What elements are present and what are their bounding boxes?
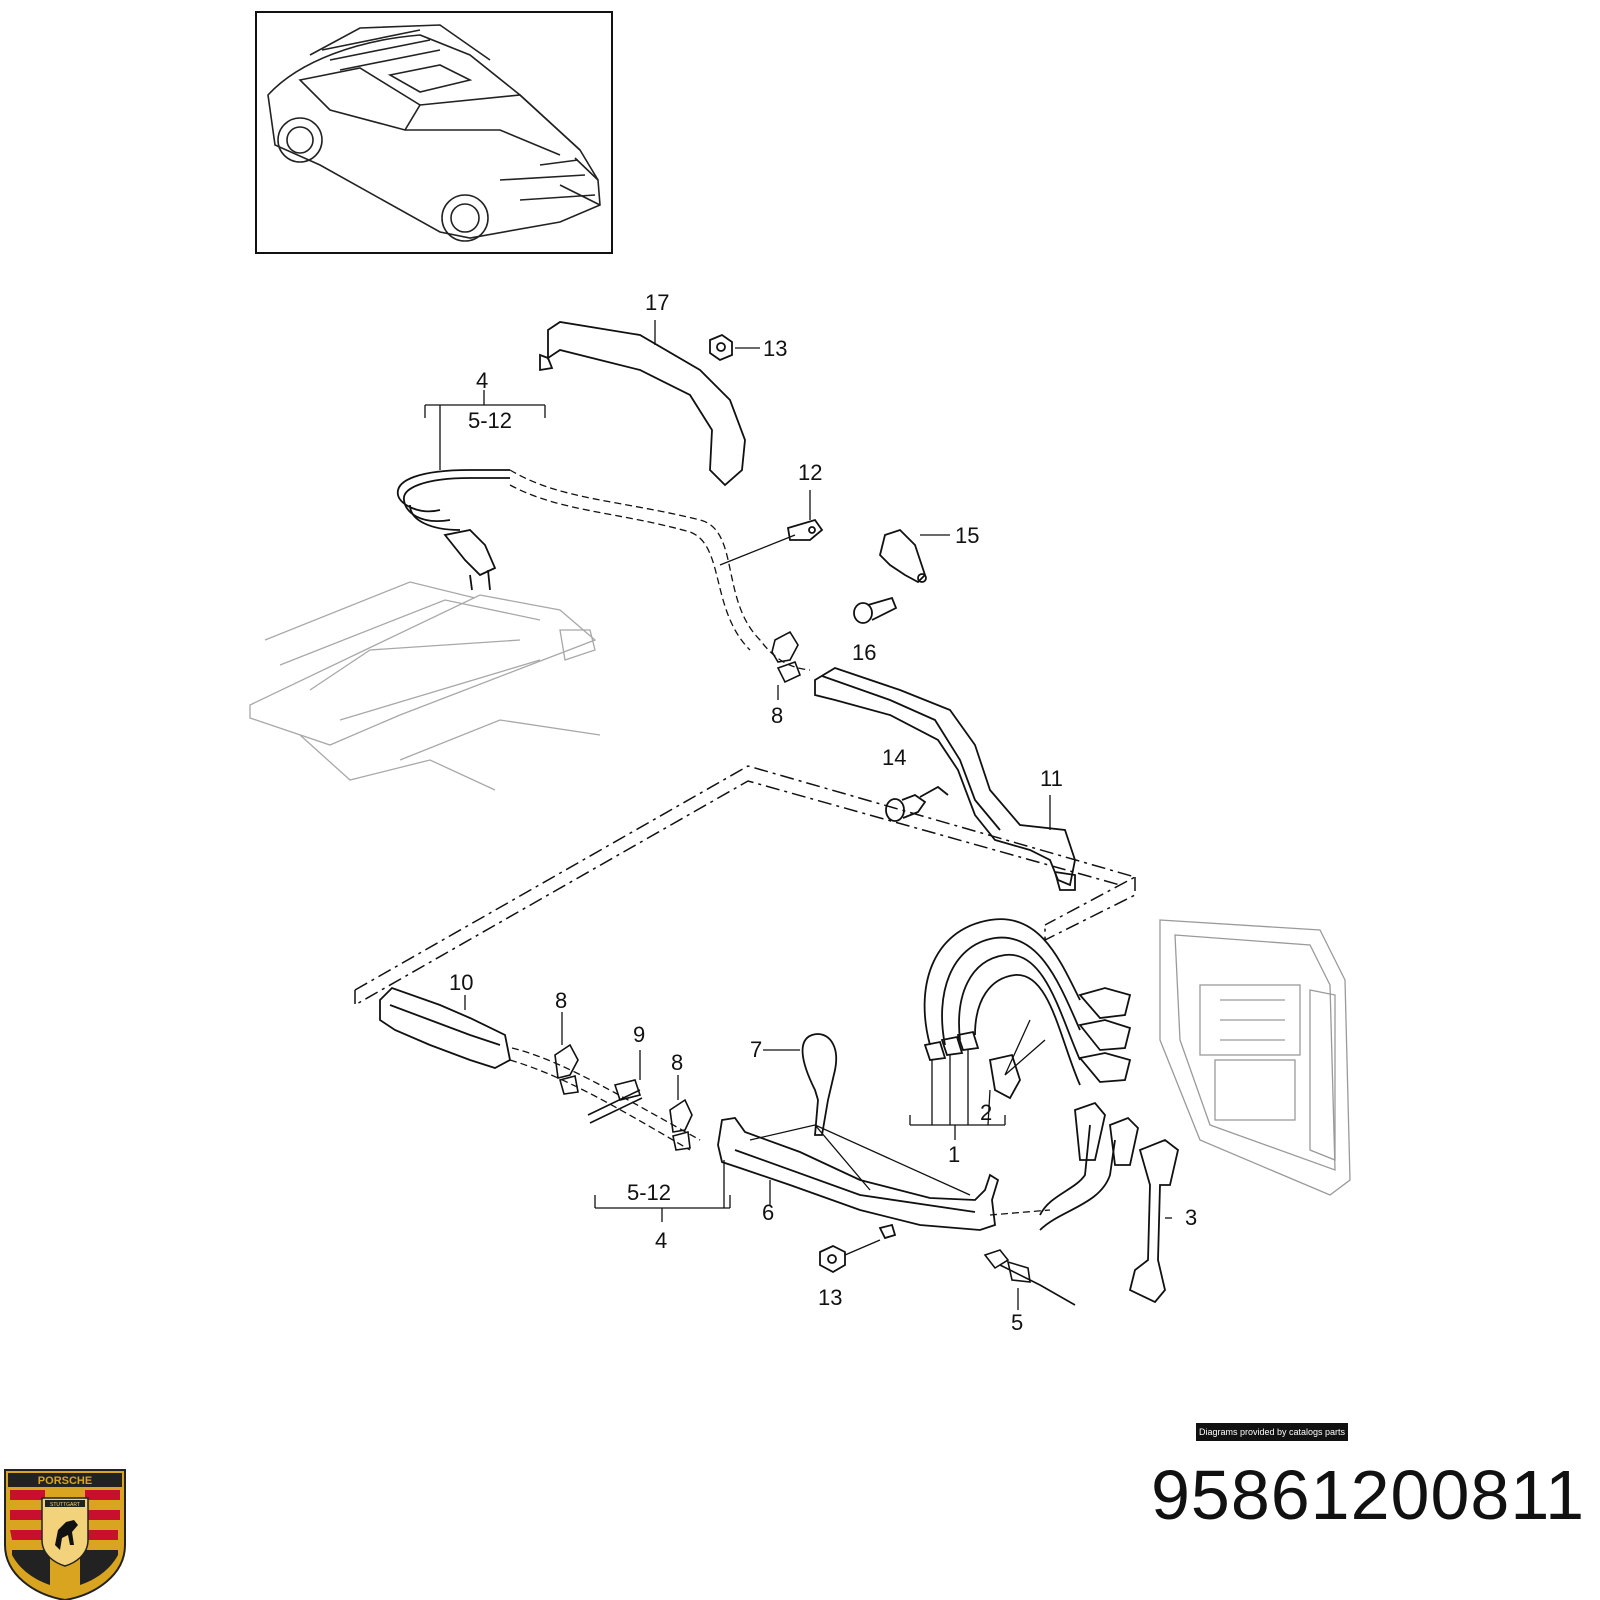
cable-assembly-upper bbox=[397, 469, 510, 591]
heat-shield-17 bbox=[539, 321, 746, 487]
callout-1: 1 bbox=[948, 1142, 960, 1167]
callout-17: 17 bbox=[645, 290, 669, 315]
callout-5-12-top: 5-12 bbox=[468, 408, 512, 433]
nut-13-top bbox=[709, 333, 733, 362]
nut-13-bottom bbox=[819, 1245, 846, 1274]
callout-8-lower-b: 8 bbox=[671, 1050, 683, 1075]
callout-2: 2 bbox=[980, 1100, 992, 1125]
callout-4-bottom: 4 bbox=[655, 1228, 667, 1253]
cable-run-dashed-lower bbox=[509, 1047, 1051, 1216]
callout-12: 12 bbox=[798, 460, 822, 485]
callout-9: 9 bbox=[633, 1022, 645, 1047]
sensor-5 bbox=[983, 1249, 1076, 1306]
callout-15: 15 bbox=[955, 523, 979, 548]
callout-10: 10 bbox=[449, 970, 473, 995]
callout-labels: 17 13 4 5-12 12 15 16 8 14 11 10 8 9 8 7… bbox=[449, 290, 1197, 1335]
crest-city: STUTTGART bbox=[50, 1502, 80, 1508]
callout-7: 7 bbox=[750, 1037, 762, 1062]
heat-shield-6 bbox=[717, 1117, 1000, 1240]
bolt-16 bbox=[853, 596, 898, 624]
chassis-outline bbox=[249, 581, 601, 791]
cables-3 bbox=[1039, 1101, 1180, 1304]
dashed-boundary bbox=[354, 765, 1137, 1007]
heat-shield-11 bbox=[814, 667, 1076, 891]
callout-8-upper: 8 bbox=[771, 703, 783, 728]
porsche-crest-logo: PORSCHE STUTTGART bbox=[4, 1469, 126, 1600]
callout-13-top: 13 bbox=[763, 336, 787, 361]
callout-11: 11 bbox=[1040, 766, 1063, 791]
part-number: 95861200811 bbox=[1150, 1456, 1585, 1534]
vehicle-thumbnail bbox=[255, 11, 613, 254]
callout-4-top: 4 bbox=[476, 368, 488, 393]
clip-8-lower-b bbox=[669, 1098, 693, 1151]
callout-16: 16 bbox=[852, 640, 876, 665]
rivet-14 bbox=[885, 785, 949, 822]
clip-8-upper bbox=[771, 630, 802, 684]
clip-8-lower-a bbox=[554, 1043, 579, 1095]
clip-9 bbox=[587, 1079, 643, 1124]
cable-tie-7 bbox=[801, 1033, 838, 1136]
cable-bundle-1 bbox=[923, 918, 1132, 1100]
cable-run-dashed-upper bbox=[509, 469, 811, 671]
diagram-credit: Diagrams provided by catalogs parts bbox=[1196, 1423, 1348, 1441]
leader-lines bbox=[424, 320, 1172, 1310]
bracket-12 bbox=[786, 518, 824, 541]
callout-5-12-bottom: 5-12 bbox=[627, 1180, 671, 1205]
callout-6: 6 bbox=[762, 1200, 774, 1225]
heat-shield-10 bbox=[379, 986, 512, 1069]
callout-3: 3 bbox=[1185, 1205, 1197, 1230]
control-unit-outline bbox=[1159, 919, 1351, 1196]
callout-13-bottom: 13 bbox=[818, 1285, 842, 1310]
callout-5-bottom: 5 bbox=[1011, 1310, 1023, 1335]
crest-wordmark: PORSCHE bbox=[38, 1475, 92, 1487]
bracket-15 bbox=[879, 528, 927, 584]
callout-8-lower-a: 8 bbox=[555, 988, 567, 1013]
callout-14: 14 bbox=[882, 745, 906, 770]
